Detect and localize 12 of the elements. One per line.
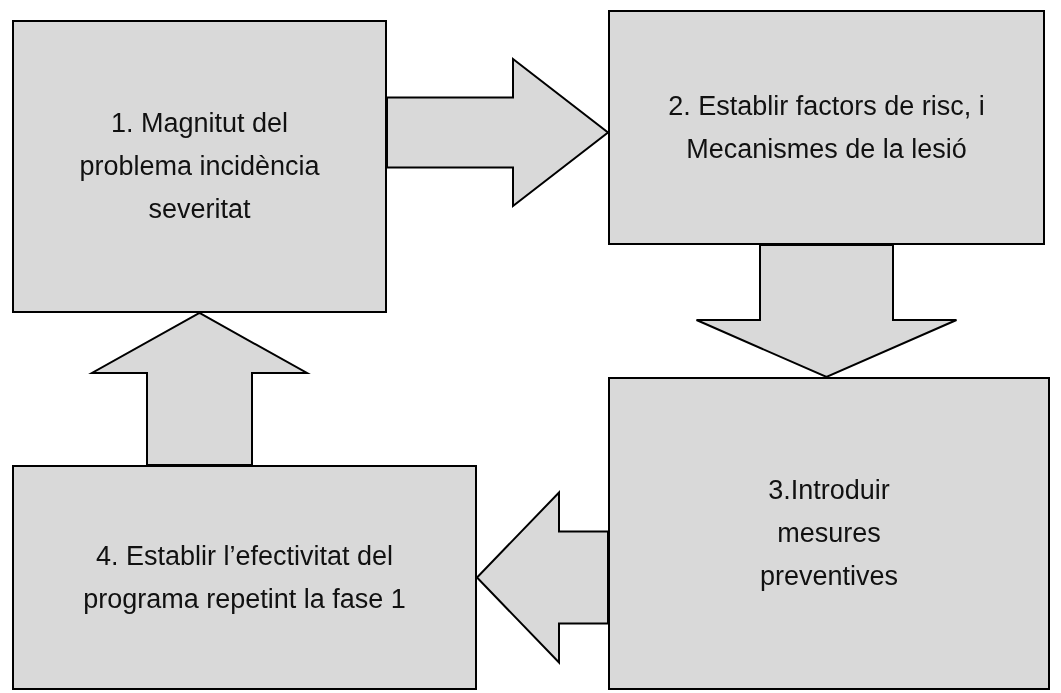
process-box: [608, 10, 1045, 245]
box-label: 3.Introduir mesures preventives: [758, 474, 900, 593]
block-arrow: [386, 56, 610, 209]
block-arrow: [475, 490, 609, 665]
block-arrow: [88, 311, 311, 466]
process-box: [608, 377, 1050, 690]
block-arrow: [695, 244, 958, 379]
process-box: [12, 465, 477, 690]
box-label: 1. Magnitut del problema incidència severitat: [78, 107, 321, 226]
box-label: 2. Establir factors de risc, i Mecanismes de la lesió: [667, 89, 986, 166]
box-label: 4. Establir l’efectivitat del programa repetint la fase 1: [82, 539, 407, 616]
process-box: [12, 20, 387, 313]
